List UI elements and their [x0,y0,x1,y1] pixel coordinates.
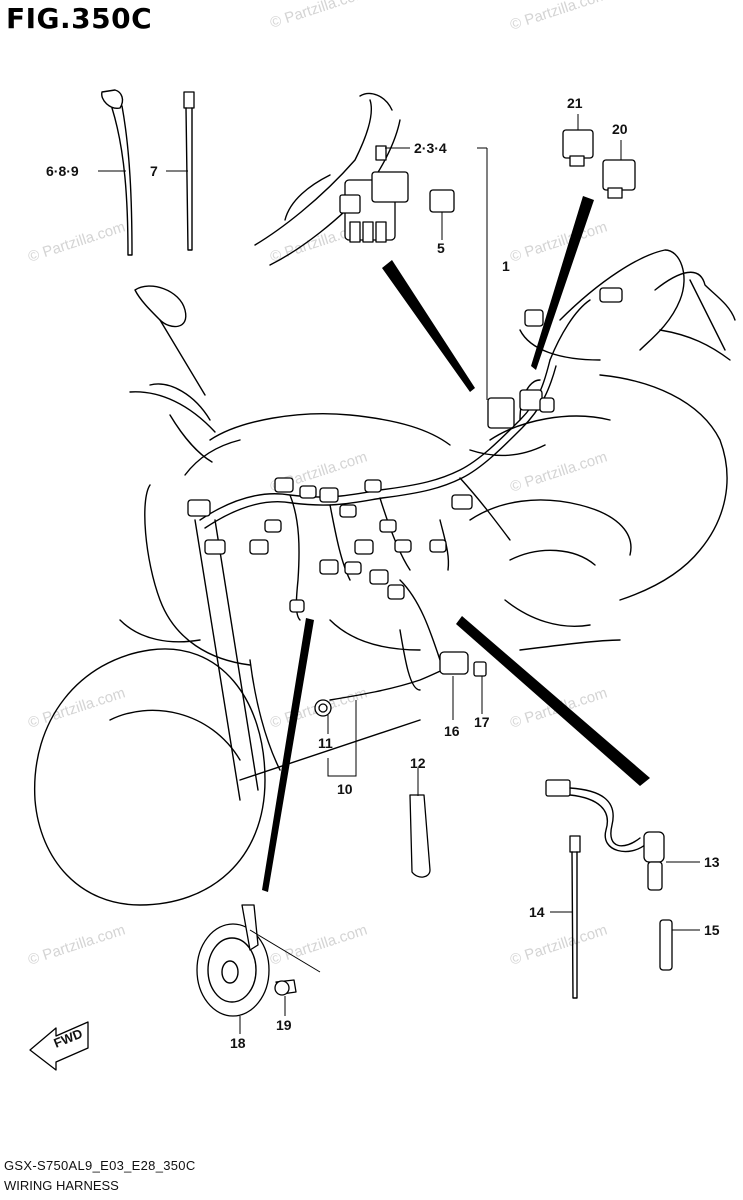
callout-15: 15 [704,922,720,938]
relays [562,129,636,199]
callout-labels: 1 2·3·4 5 6·8·9 7 10 11 12 13 14 15 16 1… [46,95,720,1051]
callout-10: 10 [337,781,353,797]
pointer-wedges [262,196,650,892]
callout-13: 13 [704,854,720,870]
callout-14: 14 [529,904,545,920]
watermark: © Partzilla.com [268,0,369,32]
callout-7: 7 [150,163,158,179]
watermark: © Partzilla.com [268,921,369,968]
figure-title: FIG.350C [6,2,153,35]
watermark-layer: © Partzilla.com © Partzilla.com © Partzi… [26,0,609,969]
callout-1: 1 [502,258,510,274]
callout-16: 16 [444,723,460,739]
callout-19: 19 [276,1017,292,1033]
fuse-box [254,92,455,266]
callout-5: 5 [437,240,445,256]
forward-arrow: FWD [29,1021,89,1071]
figure-caption: WIRING HARNESS [4,1178,119,1193]
watermark: © Partzilla.com [508,218,609,265]
watermark: © Partzilla.com [508,448,609,495]
watermark: © Partzilla.com [508,921,609,968]
callout-20: 20 [612,121,628,137]
small-parts [314,651,487,878]
callout-18: 18 [230,1035,246,1051]
watermark: © Partzilla.com [508,0,609,34]
watermark: © Partzilla.com [26,921,127,968]
leader-lines [98,114,700,1034]
horn [196,904,297,1017]
callout-11: 11 [318,735,333,751]
watermark: © Partzilla.com [26,684,127,731]
cable-ties [101,89,581,999]
main-harness [187,287,623,701]
callout-12: 12 [410,755,426,771]
callout-17: 17 [474,714,490,730]
callout-6-8-9: 6·8·9 [46,163,79,179]
callout-2-3-4: 2·3·4 [414,140,447,156]
motorcycle-outline [33,249,736,906]
rear-lead [545,779,673,971]
watermark: © Partzilla.com [26,218,127,265]
figure-code: GSX-S750AL9_E03_E28_350C [4,1158,196,1173]
callout-21: 21 [567,95,583,111]
